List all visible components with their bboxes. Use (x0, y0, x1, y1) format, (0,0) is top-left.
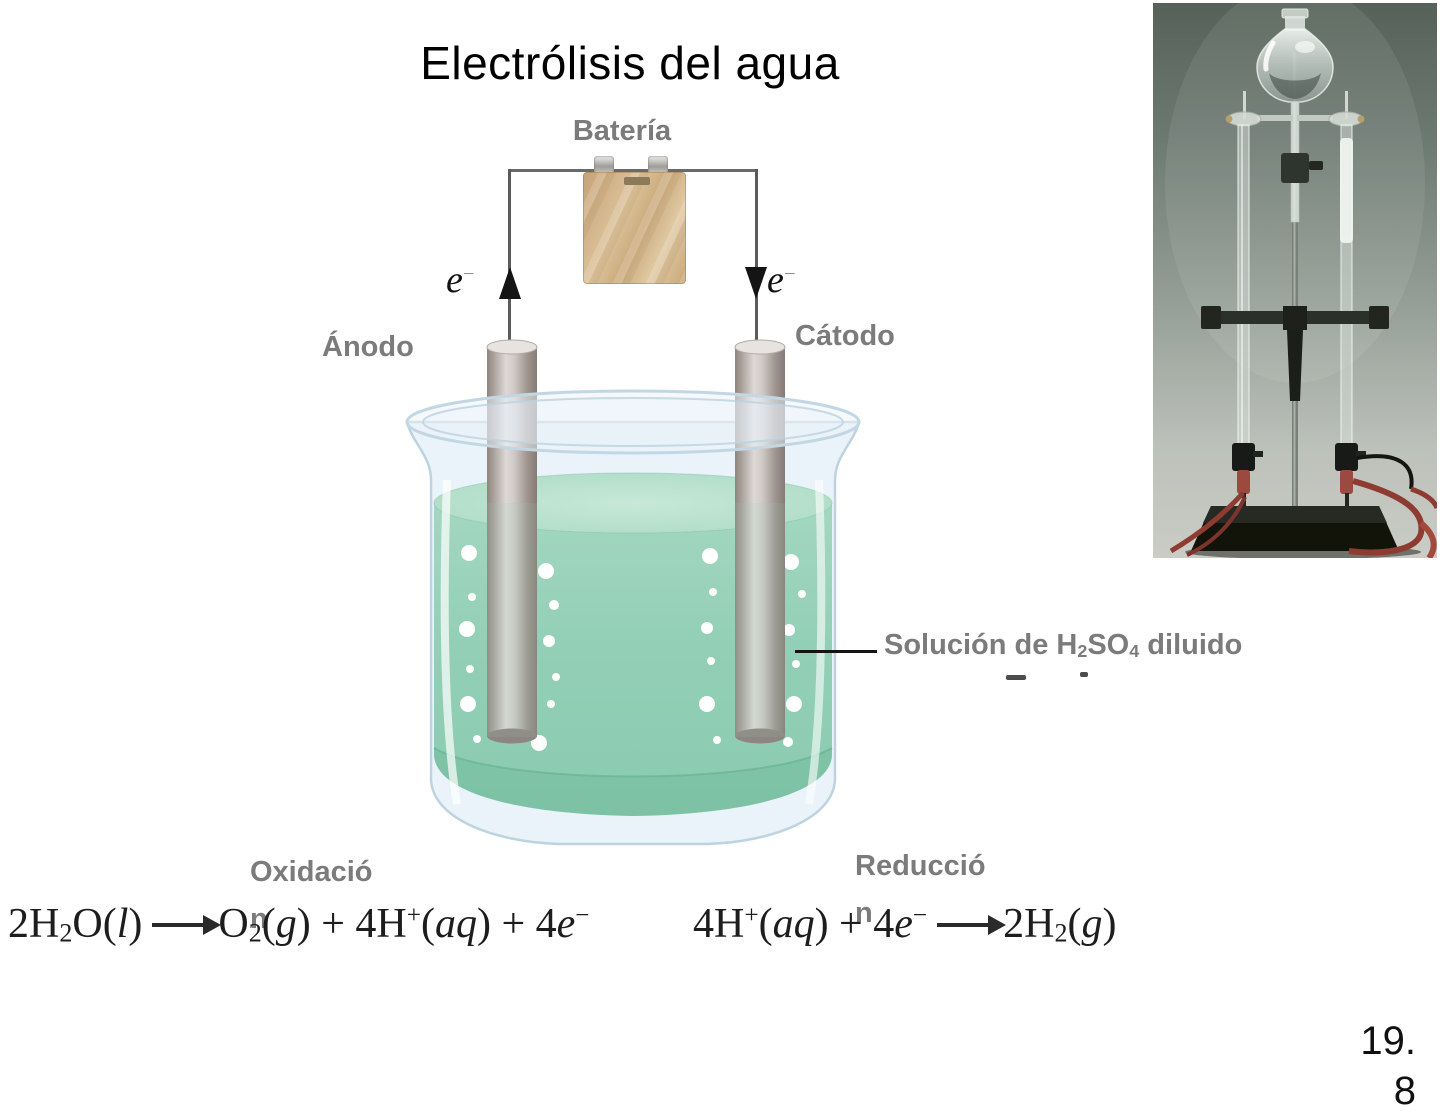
text-segment: e (894, 901, 913, 947)
cathode-label: Cátodo (795, 320, 895, 352)
reduction-equation: 4H+(aq) + 4e−2H2(g) (693, 903, 1116, 947)
text-segment: ( (261, 901, 276, 947)
mid-clamp (1281, 153, 1323, 183)
reaction-arrow-icon (152, 914, 222, 935)
battery-label: Batería (572, 115, 672, 147)
text-segment: ) + 4 (476, 901, 557, 947)
reduction-label-line2: n (855, 897, 873, 929)
slide: { "slide": { "title": "Electrólisis del … (8, 3, 1437, 1113)
underline-mark-1 (1006, 675, 1026, 680)
glass-tube-left (1237, 124, 1250, 456)
solution-label: Solución de H2SO4 diluido (884, 629, 1242, 662)
electron-label-left: e− (446, 261, 475, 299)
pin-right (1345, 91, 1348, 119)
text-segment: 2H (8, 901, 60, 947)
pin-left (1243, 91, 1246, 119)
text-segment: diluido (1139, 629, 1243, 661)
text-segment: e (446, 259, 463, 301)
oxidation-label: Oxidació n (250, 849, 373, 943)
center-dark-pillar (1287, 330, 1303, 401)
reaction-arrow-icon (937, 914, 1007, 935)
text-segment: ) (128, 901, 143, 947)
anode-label: Ánodo (322, 331, 414, 363)
black-cable (1356, 454, 1414, 490)
text-segment: + (744, 902, 759, 930)
red-cable-right-exit (1418, 520, 1437, 558)
oxidation-label-line2: n (250, 903, 268, 935)
text-segment: − (575, 902, 590, 930)
text-segment: g (275, 901, 297, 947)
text-segment: − (462, 261, 475, 286)
solution-pointer-line (795, 650, 877, 653)
text-segment: ) + 4 (814, 901, 895, 947)
gas-bubbles (459, 545, 806, 751)
wire-right-vertical (755, 169, 758, 349)
page-number-line2: 8 (1393, 1069, 1416, 1113)
glass-highlight-left (440, 479, 461, 805)
oxidation-equation: 2H2O(l)O2(g) + 4H+(aq) + 4e− (8, 903, 590, 947)
red-cable-left-2 (1186, 496, 1247, 557)
page-number: 19. 8 (1320, 1016, 1416, 1116)
text-segment: ) + 4H (296, 901, 407, 947)
text-segment: 2H (1003, 901, 1055, 947)
text-segment: 2 (248, 918, 262, 948)
text-segment: 4H (693, 901, 745, 947)
text-segment: e (556, 901, 576, 947)
text-segment: l (116, 901, 129, 947)
electron-flow-up-arrow-icon (499, 267, 521, 299)
battery-terminal-left (594, 156, 614, 175)
top-clamp (1225, 111, 1365, 127)
text-segment: O( (72, 901, 117, 947)
apparatus (1169, 8, 1437, 558)
text-segment: 4 (1129, 641, 1140, 662)
text-segment: SO (1087, 629, 1130, 661)
text-segment: + (406, 902, 421, 930)
lower-crossbar-clamp (1201, 306, 1389, 330)
apparatus-photo: Fotografía de un aparato de electrólisis… (1153, 3, 1437, 558)
underline-mark-2 (1080, 672, 1088, 677)
text-segment: ( (1067, 901, 1082, 947)
stopcock-right (1335, 443, 1366, 507)
beaker-rim (405, 389, 861, 455)
text-segment: 2 (1054, 918, 1068, 948)
reduction-label: Reducció n (855, 843, 986, 937)
red-cable-left (1169, 491, 1245, 554)
text-segment: ) (1102, 901, 1117, 947)
text-segment: aq (434, 901, 477, 947)
battery-slot (624, 177, 650, 185)
electron-label-right: e− (767, 261, 796, 299)
text-segment: aq (772, 901, 815, 947)
text-segment: − (783, 261, 796, 286)
page-title: Electrólisis del agua (420, 37, 840, 89)
text-segment: Solución de H (884, 629, 1078, 661)
text-segment: ( (420, 901, 435, 947)
page-number-line1: 19. (1360, 1019, 1416, 1063)
battery (583, 172, 686, 284)
red-cable-right (1348, 478, 1425, 556)
text-segment: e (767, 259, 784, 301)
red-cable-mid (1410, 486, 1437, 510)
electron-flow-down-arrow-icon (745, 267, 767, 299)
wire-left-vertical (508, 169, 511, 349)
text-segment: O (218, 901, 249, 947)
text-segment: 2 (59, 918, 73, 948)
reduction-label-line1: Reducció (855, 850, 986, 882)
beaker-diagram (405, 339, 861, 846)
text-segment: − (912, 902, 928, 930)
wire-horizontal (508, 169, 758, 172)
text-segment: g (1081, 901, 1103, 947)
text-segment: 2 (1077, 641, 1088, 662)
text-segment: ( (758, 901, 773, 947)
battery-terminal-right (648, 156, 668, 175)
oxidation-label-line1: Oxidació (250, 856, 373, 888)
